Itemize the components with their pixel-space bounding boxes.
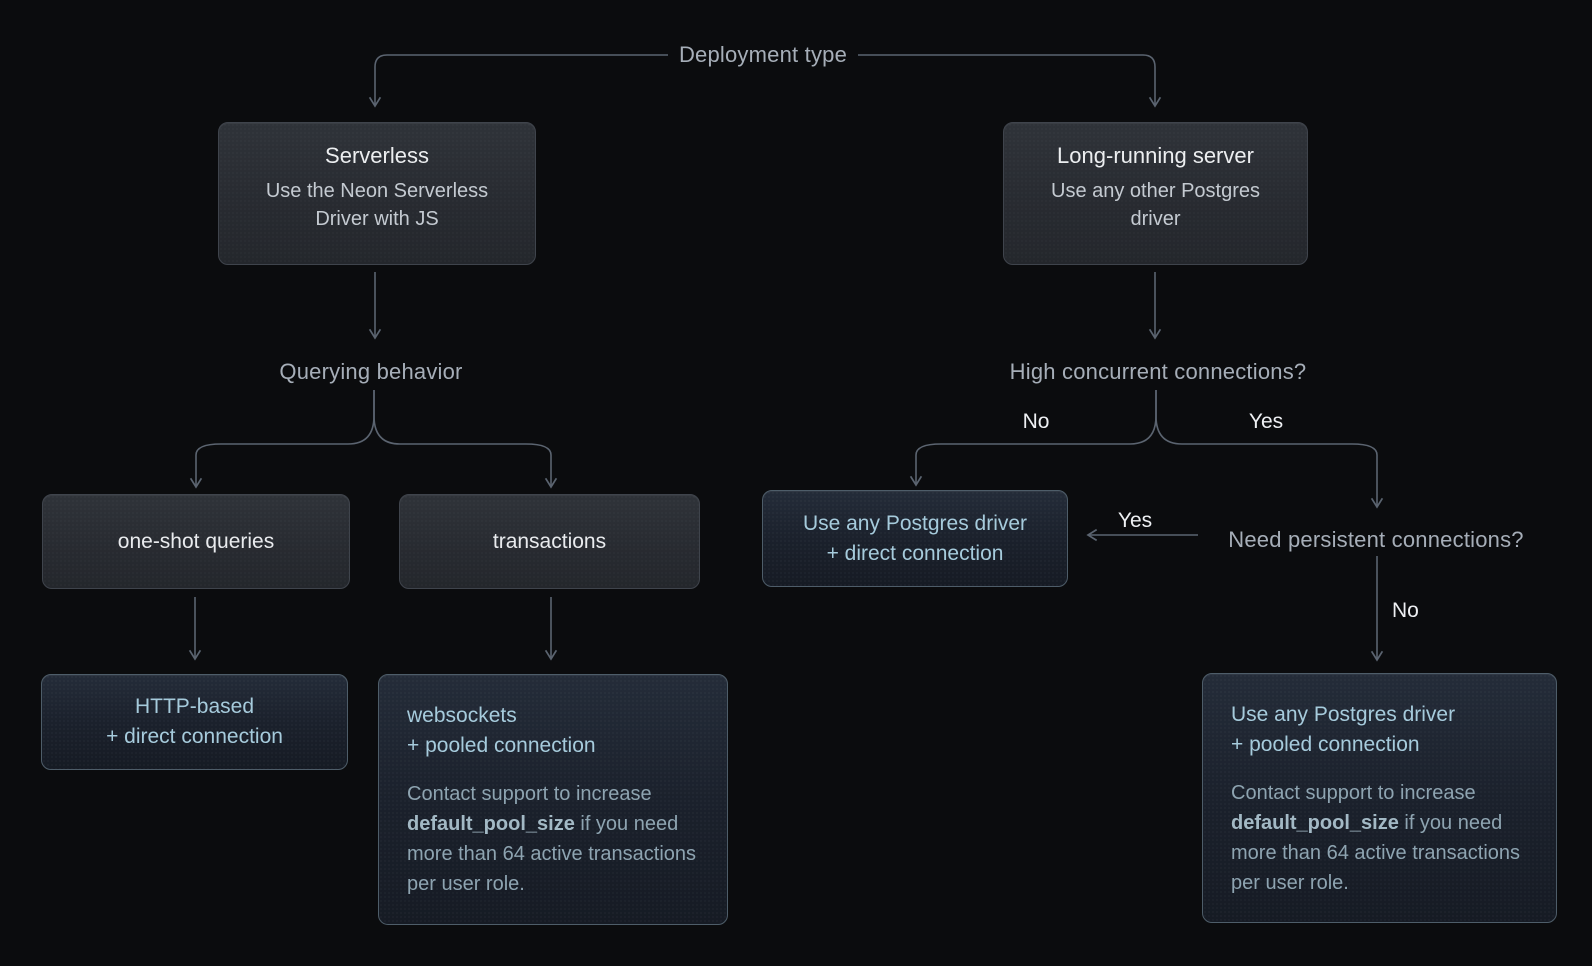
node-serverless-title: Serverless bbox=[325, 143, 429, 168]
node-any-driver-direct: Use any Postgres driver + direct connect… bbox=[762, 490, 1068, 587]
node-any-driver-pooled-note: Contact support to increase default_pool… bbox=[1231, 778, 1528, 898]
note-text-after: if you need more than 64 active transact… bbox=[407, 813, 697, 895]
node-any-driver-pooled-line2: + pooled connection bbox=[1231, 733, 1420, 756]
edge-deployment-to-long-running bbox=[858, 54, 1162, 108]
default-pool-size-code: default_pool_size bbox=[1231, 812, 1399, 834]
node-websockets-line2: + pooled connection bbox=[407, 734, 596, 757]
node-websockets-line1: websockets bbox=[407, 704, 517, 727]
edge-deployment-to-serverless bbox=[368, 54, 668, 108]
edge-high-concurrent-no-to-direct bbox=[909, 390, 1157, 487]
note-text-before: Contact support to increase bbox=[1231, 782, 1476, 804]
note-text-before: Contact support to increase bbox=[407, 783, 652, 805]
edge-querying-to-one-shot bbox=[189, 390, 375, 489]
branch-label-yes-persistent: Yes bbox=[1117, 509, 1153, 532]
node-websockets-pooled: websockets + pooled connection Contact s… bbox=[378, 674, 728, 925]
branch-label-yes-high-concurrent: Yes bbox=[1248, 410, 1284, 433]
node-any-driver-direct-line1: Use any Postgres driver bbox=[802, 511, 1028, 535]
node-any-driver-direct-line2: + direct connection bbox=[826, 541, 1004, 565]
node-transactions-label: transactions bbox=[492, 529, 607, 553]
node-http-based-line1: HTTP-based bbox=[134, 695, 255, 718]
node-transactions: transactions bbox=[399, 494, 700, 589]
label-querying-behavior: Querying behavior bbox=[279, 359, 463, 384]
node-any-driver-pooled-line1: Use any Postgres driver bbox=[1231, 703, 1456, 726]
branch-label-no-high-concurrent: No bbox=[1022, 410, 1050, 433]
note-text-after: if you need more than 64 active transact… bbox=[1231, 812, 1521, 894]
node-websockets-note: Contact support to increase default_pool… bbox=[407, 779, 699, 899]
node-serverless: Serverless Use the Neon Serverless Drive… bbox=[218, 122, 536, 265]
node-serverless-subtitle: Use the Neon Serverless Driver with JS bbox=[265, 180, 489, 230]
node-long-running-title: Long-running server bbox=[1057, 143, 1254, 168]
node-one-shot-queries: one-shot queries bbox=[42, 494, 350, 589]
node-long-running-server: Long-running server Use any other Postgr… bbox=[1003, 122, 1308, 265]
node-long-running-subtitle: Use any other Postgres driver bbox=[1051, 180, 1260, 230]
edge-querying-to-transactions bbox=[373, 390, 558, 489]
branch-label-no-persistent: No bbox=[1392, 599, 1419, 622]
label-high-concurrent-connections: High concurrent connections? bbox=[1009, 359, 1307, 384]
node-one-shot-label: one-shot queries bbox=[117, 529, 275, 553]
label-need-persistent-connections: Need persistent connections? bbox=[1228, 527, 1524, 552]
node-http-based-line2: + direct connection bbox=[106, 725, 283, 748]
label-deployment-type: Deployment type bbox=[678, 42, 848, 67]
node-any-driver-pooled: Use any Postgres driver + pooled connect… bbox=[1202, 673, 1557, 923]
node-http-based-direct: HTTP-based + direct connection bbox=[41, 674, 348, 770]
edge-high-concurrent-yes-to-persistent bbox=[1155, 390, 1384, 509]
default-pool-size-code: default_pool_size bbox=[407, 813, 575, 835]
